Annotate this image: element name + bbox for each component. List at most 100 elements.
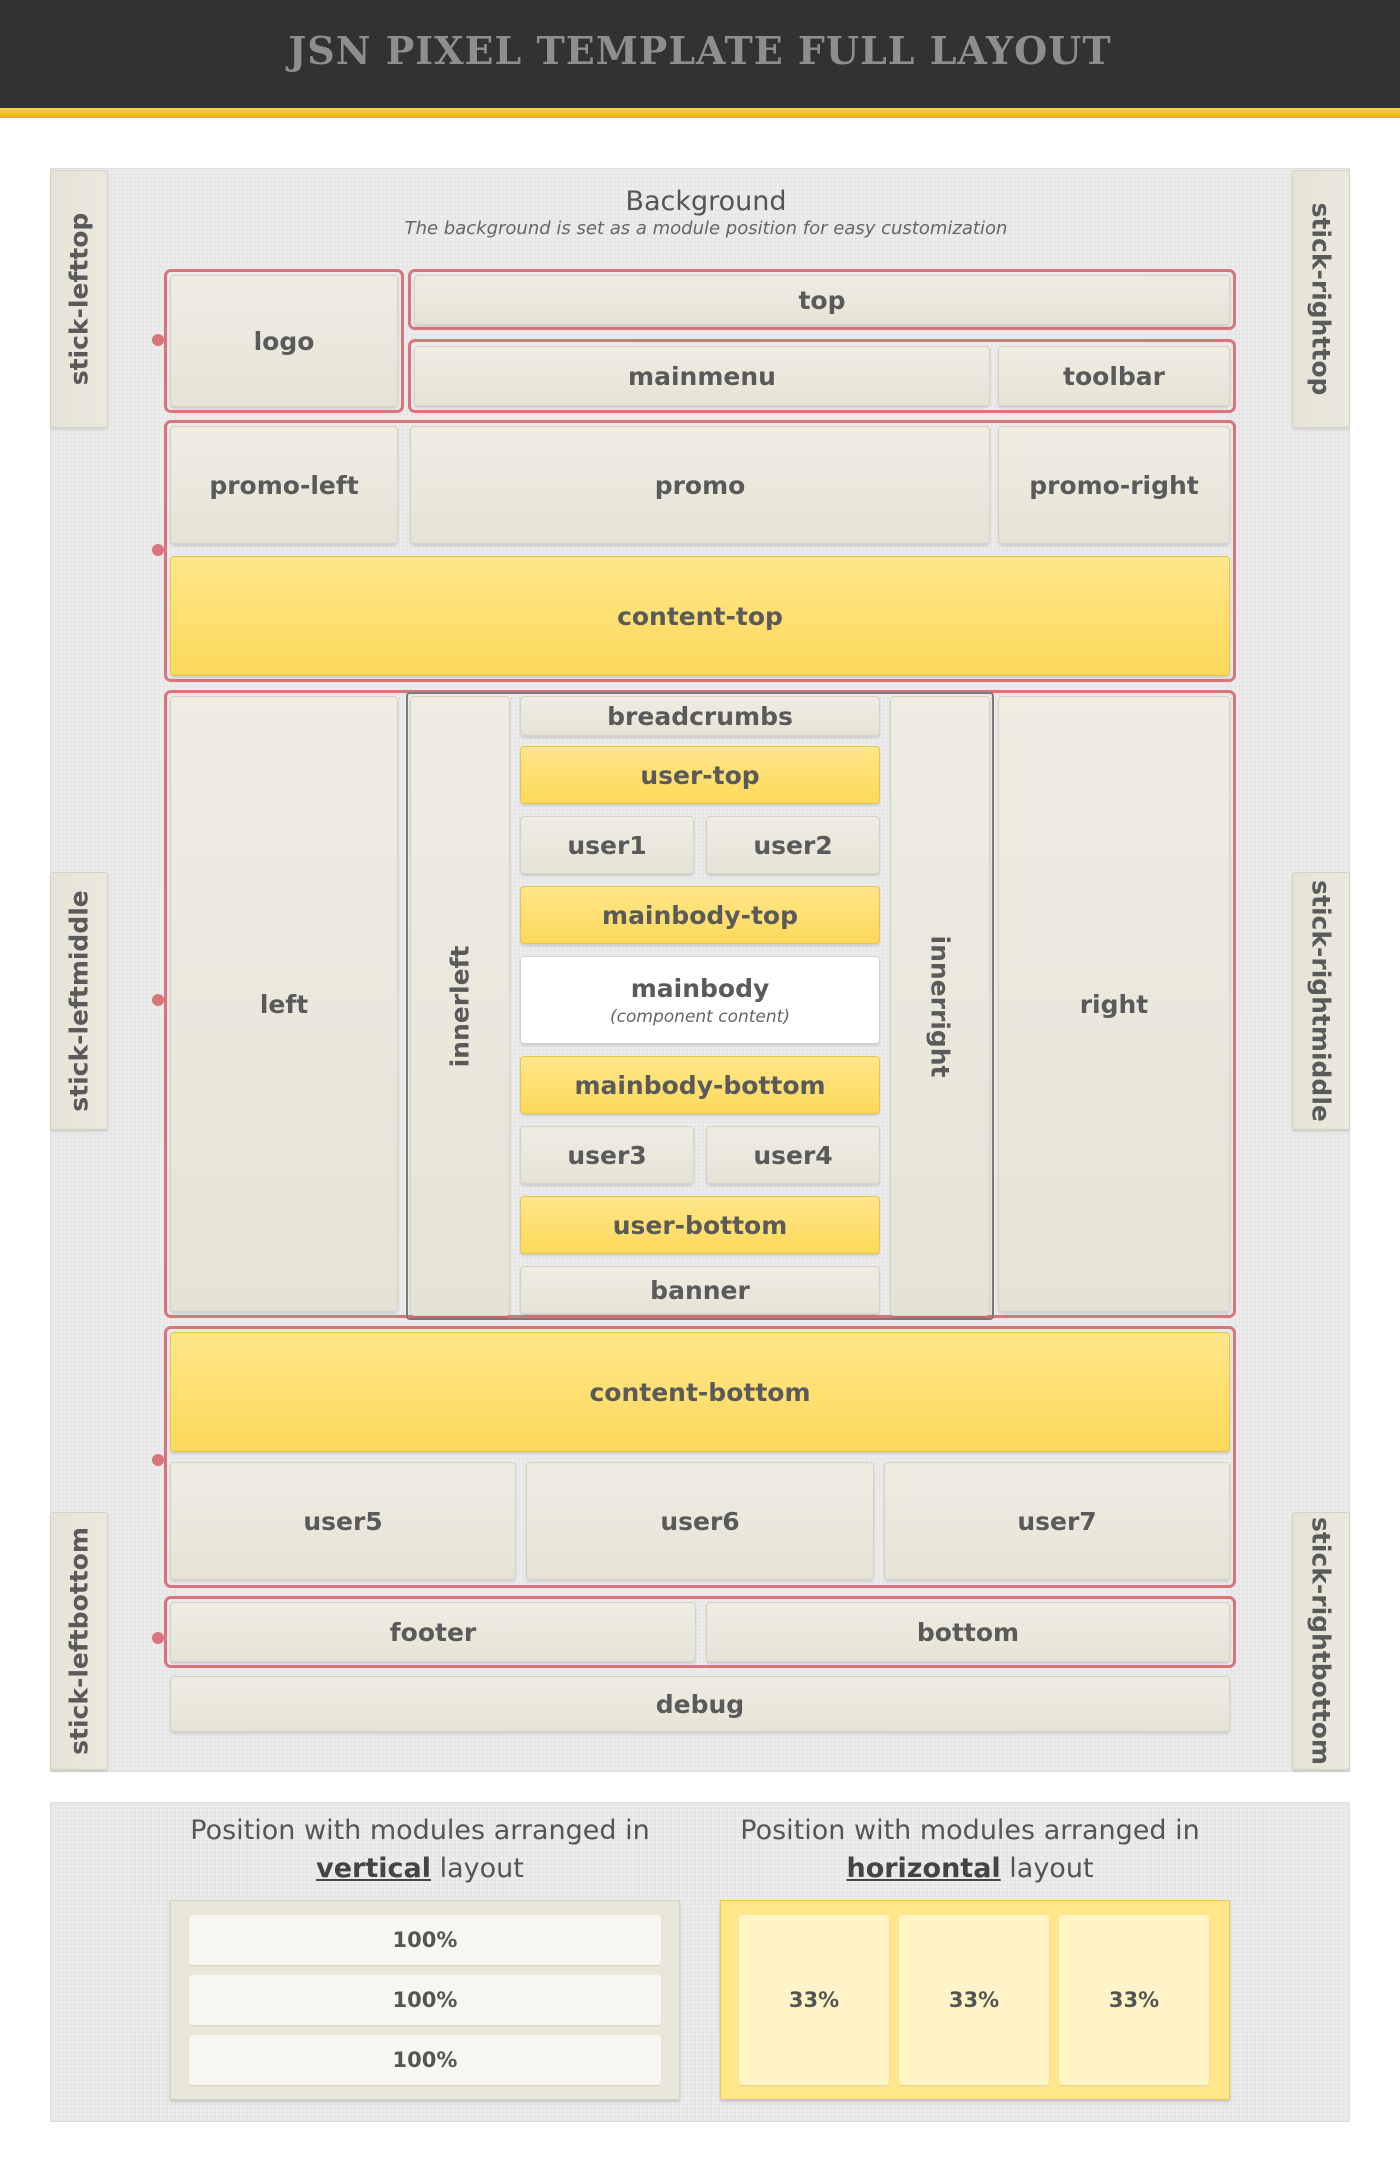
banner-module: banner (520, 1266, 880, 1314)
footer-module: footer (170, 1602, 696, 1662)
banner-label: banner (650, 1275, 750, 1305)
top-label: top (798, 285, 846, 315)
stick-rightmiddle-module: stick-rightmiddle (1292, 872, 1350, 1130)
mainbody-bottom-module: mainbody-bottom (520, 1056, 880, 1114)
user-top-label: user-top (640, 760, 760, 790)
vertical-legend-title: Position with modules arranged in vertic… (160, 1812, 680, 1888)
breadcrumbs-module: breadcrumbs (520, 696, 880, 736)
horizontal-item: 33% (739, 1915, 889, 2085)
promo-right-label: promo-right (1029, 470, 1199, 500)
user1-module: user1 (520, 816, 694, 874)
header-accent-stripe (0, 108, 1400, 118)
innerright-label: innerright (925, 935, 955, 1077)
user3-label: user3 (567, 1140, 647, 1170)
promo-group (164, 420, 1236, 682)
stick-leftbottom-label: stick-leftbottom (64, 1527, 94, 1755)
user2-module: user2 (706, 816, 880, 874)
promo-right-module: promo-right (998, 426, 1230, 544)
user5-label: user5 (303, 1506, 383, 1536)
right-module: right (998, 696, 1230, 1312)
vertical-layout-example: 100% 100% 100% (170, 1900, 680, 2100)
right-label: right (1079, 989, 1149, 1019)
vertical-item: 100% (189, 1915, 661, 1965)
inner-content-group (406, 692, 994, 1320)
promo-label: promo (654, 470, 746, 500)
breadcrumbs-label: breadcrumbs (607, 701, 793, 731)
promo-module: promo (410, 426, 990, 544)
group-marker (152, 544, 164, 556)
stick-righttop-label: stick-righttop (1306, 202, 1336, 396)
user-bottom-module: user-bottom (520, 1196, 880, 1254)
innerright-module: innerright (890, 696, 990, 1316)
vertical-legend-keyword: vertical (316, 1853, 432, 1884)
group-marker (152, 1632, 164, 1644)
content-bottom-group (164, 1326, 1236, 1588)
horizontal-item: 33% (899, 1915, 1049, 2085)
user5-module: user5 (170, 1462, 516, 1580)
debug-module: debug (170, 1676, 1230, 1732)
mainbody-note: (component content) (610, 1006, 790, 1027)
top-module: top (414, 275, 1230, 325)
promo-left-label: promo-left (209, 470, 359, 500)
background-label: Background (625, 186, 787, 217)
footer-group (164, 1596, 1236, 1668)
left-label: left (259, 989, 309, 1019)
promo-left-module: promo-left (170, 426, 398, 544)
stick-rightbottom-label: stick-rightbottom (1306, 1517, 1336, 1765)
mainmenu-module: mainmenu (414, 346, 990, 406)
user6-module: user6 (526, 1462, 874, 1580)
user4-module: user4 (706, 1126, 880, 1184)
toolbar-label: toolbar (1063, 361, 1165, 391)
vertical-legend-suffix: layout (439, 1853, 524, 1884)
menu-group (408, 339, 1236, 413)
content-bottom-label: content-bottom (589, 1377, 811, 1407)
vertical-legend-line1: Position with modules arranged in (190, 1815, 650, 1846)
content-top-label: content-top (617, 601, 783, 631)
stick-lefttop-module: stick-lefttop (50, 170, 108, 428)
stick-lefttop-label: stick-lefttop (64, 212, 94, 386)
vertical-item: 100% (189, 1975, 661, 2025)
footer-label: footer (389, 1617, 477, 1647)
group-marker (152, 334, 164, 346)
innerleft-label: innerleft (445, 945, 475, 1067)
horizontal-legend-line1: Position with modules arranged in (740, 1815, 1200, 1846)
stick-rightmiddle-label: stick-rightmiddle (1306, 880, 1336, 1122)
stick-rightbottom-module: stick-rightbottom (1292, 1512, 1350, 1770)
logo-group (164, 269, 404, 413)
stick-leftmiddle-module: stick-leftmiddle (50, 872, 108, 1130)
background-note: The background is set as a module positi… (404, 218, 1008, 239)
mainbody-bottom-label: mainbody-bottom (574, 1070, 826, 1100)
vertical-item: 100% (189, 2035, 661, 2085)
user3-module: user3 (520, 1126, 694, 1184)
mainbody-top-label: mainbody-top (602, 900, 798, 930)
innerleft-module: innerleft (410, 696, 510, 1316)
content-bottom-module: content-bottom (170, 1332, 1230, 1452)
bottom-module: bottom (706, 1602, 1230, 1662)
group-marker (152, 994, 164, 1006)
logo-label: logo (253, 326, 315, 356)
user7-label: user7 (1017, 1506, 1097, 1536)
logo-module: logo (170, 275, 398, 407)
content-top-module: content-top (170, 556, 1230, 676)
user7-module: user7 (884, 1462, 1230, 1580)
stick-leftbottom-module: stick-leftbottom (50, 1512, 108, 1770)
left-module: left (170, 696, 398, 1312)
content-group (164, 690, 1236, 1318)
horizontal-layout-example: 33% 33% 33% (720, 1900, 1230, 2100)
header-bar (0, 0, 1400, 108)
user6-label: user6 (660, 1506, 740, 1536)
bottom-label: bottom (916, 1617, 1020, 1647)
mainbody-label: mainbody (630, 973, 770, 1003)
stick-leftmiddle-label: stick-leftmiddle (64, 890, 94, 1112)
page-title: JSN PIXEL TEMPLATE FULL LAYOUT (288, 28, 1112, 73)
debug-label: debug (655, 1689, 745, 1719)
user4-label: user4 (753, 1140, 833, 1170)
group-marker (152, 1454, 164, 1466)
mainmenu-label: mainmenu (628, 361, 776, 391)
mainbody-top-module: mainbody-top (520, 886, 880, 944)
user-bottom-label: user-bottom (612, 1210, 788, 1240)
stick-righttop-module: stick-righttop (1292, 170, 1350, 428)
user2-label: user2 (753, 830, 833, 860)
horizontal-legend-title: Position with modules arranged in horizo… (710, 1812, 1230, 1888)
mainbody-module: mainbody (component content) (520, 956, 880, 1044)
